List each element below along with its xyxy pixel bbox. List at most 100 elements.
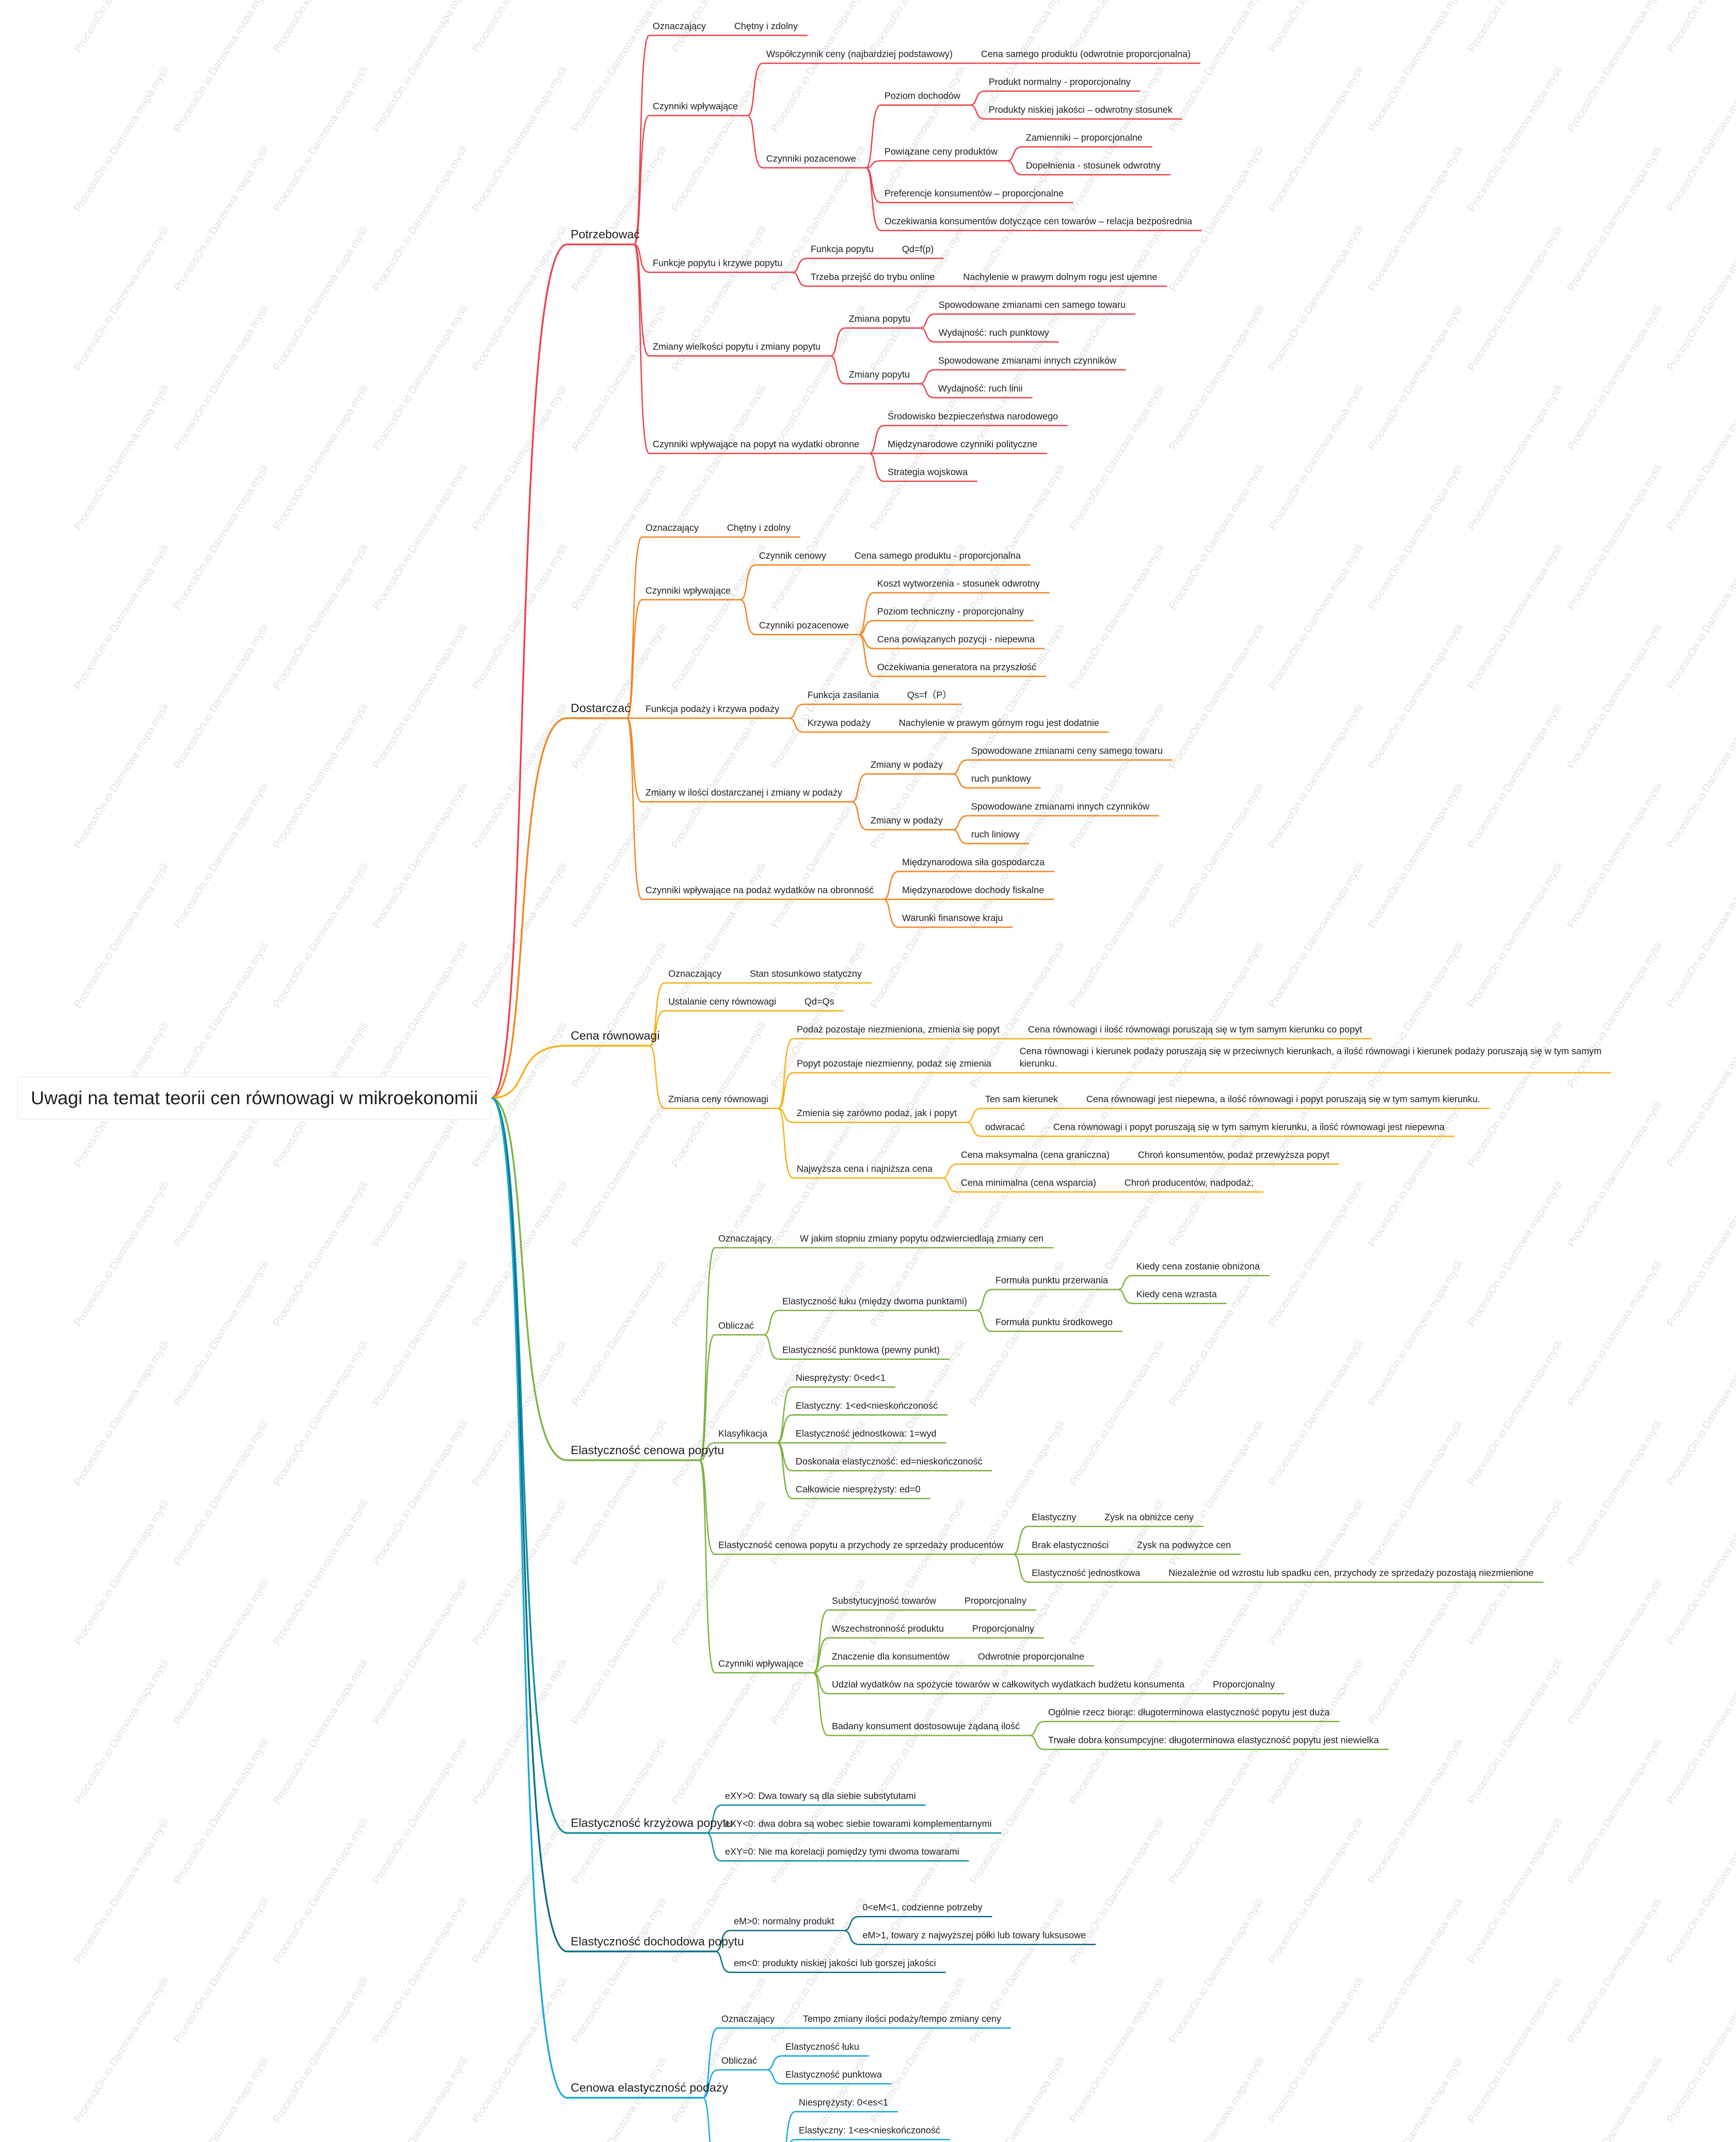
subtopic[interactable]: Formuła punktu przerwania bbox=[995, 1275, 1108, 1286]
subtopic[interactable]: Trzeba przejść do trybu online bbox=[810, 272, 935, 282]
main-topic[interactable]: Elastyczność dochodowa popytu bbox=[571, 1935, 744, 1948]
subtopic[interactable]: Chętny i zdolny bbox=[727, 523, 791, 533]
subtopic[interactable]: Zmiana ceny równowagi bbox=[668, 1094, 768, 1105]
subtopic[interactable]: Elastyczność punktowa bbox=[785, 2070, 882, 2080]
subtopic[interactable]: Czynniki wpływające na popyt na wydatki … bbox=[653, 439, 859, 449]
subtopic[interactable]: Chroń producentów, nadpodaż; bbox=[1125, 1178, 1254, 1188]
subtopic[interactable]: Badany konsument dostosowuje żądaną iloś… bbox=[832, 1721, 1020, 1731]
subtopic[interactable]: Obliczać bbox=[718, 1321, 754, 1331]
subtopic[interactable]: Niesprężysty: 0<es<1 bbox=[799, 2098, 888, 2108]
subtopic[interactable]: Preferencje konsumentów – proporcjonalne bbox=[884, 188, 1064, 199]
subtopic[interactable]: Ogólnie rzecz biorąc: długoterminowa ela… bbox=[1048, 1708, 1329, 1718]
subtopic[interactable]: Strategia wojskowa bbox=[887, 467, 968, 477]
subtopic[interactable]: Niezależnie od wzrostu lub spadku cen, p… bbox=[1168, 1568, 1533, 1578]
subtopic[interactable]: odwracać bbox=[985, 1122, 1025, 1132]
subtopic[interactable]: Zmiany wielkości popytu i zmiany popytu bbox=[653, 342, 820, 352]
subtopic[interactable]: Funkcje popytu i krzywe popytu bbox=[653, 258, 782, 269]
subtopic[interactable]: Elastyczność jednostkowa: 1=wyd bbox=[796, 1429, 937, 1439]
subtopic[interactable]: Międzynarodowe czynniki polityczne bbox=[887, 439, 1037, 449]
subtopic[interactable]: Czynniki wpływające bbox=[653, 101, 738, 111]
subtopic[interactable]: eM>1, towary z najwyższej półki lub towa… bbox=[863, 1931, 1086, 1941]
subtopic[interactable]: Zamienniki – proporcjonalne bbox=[1026, 133, 1143, 143]
subtopic[interactable]: Cena powiązanych pozycji - niepewna bbox=[877, 634, 1035, 645]
subtopic[interactable]: Zmiany w podaży bbox=[871, 816, 943, 826]
subtopic[interactable]: Zysk na podwyżce cen bbox=[1137, 1540, 1231, 1551]
subtopic[interactable]: Cena maksymalna (cena graniczna) bbox=[961, 1150, 1110, 1160]
subtopic[interactable]: Nachylenie w prawym dolnym rogu jest uje… bbox=[963, 272, 1157, 282]
subtopic[interactable]: Udział wydatków na spożycie towarów w ca… bbox=[832, 1680, 1185, 1690]
subtopic[interactable]: Koszt wytworzenia - stosunek odwrotny bbox=[877, 579, 1040, 589]
subtopic[interactable]: Qd=f(p) bbox=[902, 244, 934, 254]
subtopic[interactable]: Dopełnienia - stosunek odwrotny bbox=[1026, 161, 1161, 171]
subtopic[interactable]: Elastyczny: 1<es<nieskończoność bbox=[799, 2126, 941, 2136]
subtopic[interactable]: Proporcjonalny bbox=[1213, 1680, 1275, 1690]
subtopic[interactable]: Cena równowagi jest niepewna, a ilość ró… bbox=[1086, 1094, 1480, 1105]
subtopic[interactable]: Funkcja podaży i krzywa podaży bbox=[645, 704, 780, 714]
subtopic[interactable]: Klasyfikacja bbox=[718, 1429, 768, 1439]
subtopic[interactable]: Poziom dochodów bbox=[884, 91, 960, 101]
subtopic[interactable]: Elastyczność łuku (między dwoma punktami… bbox=[782, 1296, 967, 1306]
subtopic[interactable]: Proporcjonalny bbox=[972, 1624, 1035, 1634]
subtopic[interactable]: Ten sam kierunek bbox=[985, 1094, 1058, 1105]
subtopic[interactable]: Niesprężysty: 0<ed<1 bbox=[796, 1373, 886, 1383]
subtopic[interactable]: Cena samego produktu (odwrotnie proporcj… bbox=[981, 49, 1191, 59]
subtopic[interactable]: Elastyczny bbox=[1032, 1512, 1076, 1523]
subtopic[interactable]: Zmiany w ilości dostarczanej i zmiany w … bbox=[645, 788, 842, 798]
subtopic[interactable]: Oznaczający bbox=[718, 1234, 772, 1244]
subtopic[interactable]: Elastyczny: 1<ed<nieskończoność bbox=[796, 1401, 938, 1411]
subtopic[interactable]: 0<eM<1, codzienne potrzeby bbox=[863, 1903, 983, 1913]
subtopic[interactable]: Poziom techniczny - proporcjonalny bbox=[877, 607, 1024, 617]
subtopic[interactable]: Elastyczność łuku bbox=[785, 2042, 859, 2052]
subtopic[interactable]: Qd=Qs bbox=[804, 997, 834, 1007]
subtopic[interactable]: Cena równowagi i kierunek podaży porusza… bbox=[1020, 1046, 1602, 1069]
subtopic[interactable]: Chroń konsumentów, podaż przewyższa popy… bbox=[1138, 1150, 1329, 1160]
subtopic[interactable]: Czynniki wpływające bbox=[645, 586, 731, 596]
subtopic[interactable]: Oczekiwania generatora na przyszłość bbox=[877, 662, 1037, 672]
subtopic[interactable]: Funkcja popytu bbox=[810, 244, 873, 254]
subtopic[interactable]: Cena równowagi i ilość równowagi porusza… bbox=[1028, 1025, 1362, 1035]
subtopic[interactable]: Czynnik cenowy bbox=[759, 551, 826, 561]
subtopic[interactable]: em<0: produkty niskiej jakości lub gorsz… bbox=[734, 1958, 936, 1969]
subtopic[interactable]: Zmienia się zarówno podaż, jak i popyt bbox=[797, 1108, 957, 1118]
subtopic[interactable]: Zysk na obniżce ceny bbox=[1104, 1512, 1194, 1523]
subtopic[interactable]: Doskonała elastyczność: ed=nieskończonoś… bbox=[796, 1457, 983, 1467]
subtopic[interactable]: Odwrotnie proporcjonalne bbox=[978, 1652, 1084, 1662]
subtopic[interactable]: ruch punktowy bbox=[971, 774, 1031, 784]
subtopic[interactable]: eXY>0: Dwa towary są dla siebie substytu… bbox=[725, 1791, 916, 1801]
subtopic[interactable]: Spowodowane zmianami ceny samego towaru bbox=[971, 746, 1163, 756]
subtopic[interactable]: Nachylenie w prawym górnym rogu jest dod… bbox=[899, 718, 1099, 728]
subtopic[interactable]: Elastyczność jednostkowa bbox=[1032, 1568, 1140, 1578]
subtopic[interactable]: Oznaczający bbox=[722, 2014, 775, 2024]
subtopic[interactable]: Oznaczający bbox=[653, 21, 706, 31]
subtopic[interactable]: Kiedy cena wzrasta bbox=[1136, 1290, 1217, 1300]
subtopic[interactable]: Spowodowane zmianami innych czynników bbox=[938, 356, 1117, 366]
subtopic[interactable]: Wszechstronność produktu bbox=[832, 1624, 944, 1634]
subtopic[interactable]: Współczynnik ceny (najbardziej podstawow… bbox=[766, 49, 952, 59]
main-topic[interactable]: Cenowa elastyczność podaży bbox=[571, 2081, 728, 2094]
subtopic[interactable]: Oznaczający bbox=[645, 523, 699, 533]
main-topic[interactable]: Cena równowagi bbox=[571, 1029, 660, 1042]
subtopic[interactable]: Czynniki pozacenowe bbox=[759, 621, 849, 631]
subtopic[interactable]: eXY<0: dwa dobra są wobec siebie towaram… bbox=[725, 1819, 992, 1829]
subtopic[interactable]: Produkty niskiej jakości – odwrotny stos… bbox=[989, 105, 1173, 115]
subtopic[interactable]: Znaczenie dla konsumentów bbox=[832, 1652, 950, 1662]
subtopic[interactable]: Wydajność: ruch linii bbox=[938, 384, 1022, 394]
subtopic[interactable]: Cena minimalna (cena wsparcia) bbox=[961, 1178, 1096, 1188]
root-topic[interactable]: Uwagi na temat teorii cen równowagi w mi… bbox=[17, 1076, 492, 1120]
subtopic[interactable]: Krzywa podaży bbox=[807, 718, 871, 728]
subtopic[interactable]: Oznaczający bbox=[668, 969, 722, 979]
subtopic[interactable]: Substytucyjność towarów bbox=[832, 1596, 937, 1606]
subtopic[interactable]: Wydajność: ruch punktowy bbox=[939, 328, 1049, 338]
main-topic[interactable]: Potrzebować bbox=[571, 228, 640, 241]
subtopic[interactable]: Proporcjonalny bbox=[964, 1596, 1027, 1606]
subtopic[interactable]: Międzynarodowe dochody fiskalne bbox=[902, 885, 1044, 895]
subtopic[interactable]: Kiedy cena zostanie obniżona bbox=[1136, 1262, 1260, 1272]
subtopic[interactable]: Międzynarodowa siła gospodarcza bbox=[902, 857, 1045, 868]
subtopic[interactable]: Popyt pozostaje niezmienny, podaż się zm… bbox=[797, 1059, 991, 1069]
subtopic[interactable]: Czynniki pozacenowe bbox=[766, 154, 856, 164]
subtopic[interactable]: Zmiany popytu bbox=[849, 370, 910, 380]
subtopic[interactable]: eM>0: normalny produkt bbox=[734, 1916, 834, 1927]
subtopic[interactable]: W jakim stopniu zmiany popytu odzwiercie… bbox=[800, 1234, 1044, 1244]
subtopic[interactable]: Spowodowane zmianami innych czynników bbox=[971, 802, 1150, 812]
subtopic[interactable]: Ustalanie ceny równowagi bbox=[668, 997, 776, 1007]
